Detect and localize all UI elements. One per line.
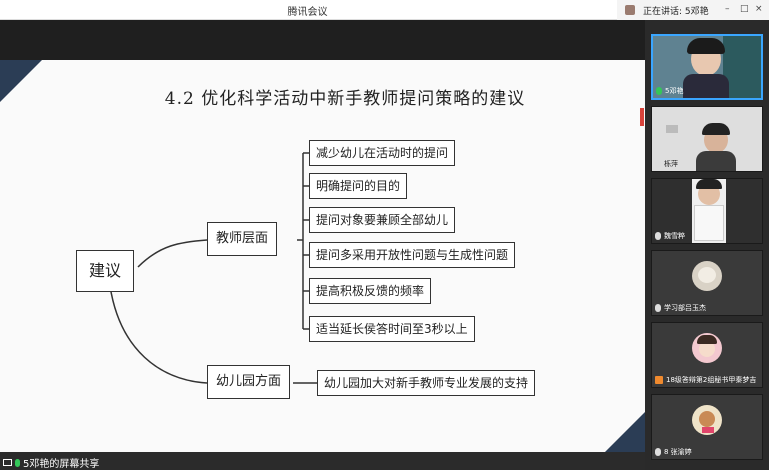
- participant-name: 5邓艳: [656, 86, 683, 96]
- mindmap-root: 建议: [76, 250, 135, 292]
- close-icon[interactable]: ×: [755, 4, 763, 14]
- mindmap-connectors: [109, 152, 317, 384]
- monitor-icon: [3, 459, 12, 466]
- mic-icon: [656, 87, 662, 95]
- speaking-label: 正在讲话: 5邓艳: [643, 7, 709, 17]
- slide-decoration-top-left: [0, 60, 42, 102]
- teacher-suggestion: 适当延长侯答时间至3秒以上: [309, 316, 475, 342]
- teacher-suggestion: 减少幼儿在活动时的提问: [309, 140, 456, 166]
- participant-tile[interactable]: 8 张渝婷: [651, 394, 763, 460]
- mic-icon: [15, 458, 20, 467]
- minimize-icon[interactable]: –: [725, 4, 730, 14]
- participant-tile[interactable]: 栎萍: [651, 106, 763, 172]
- participant-tile[interactable]: 魏雪粹: [651, 178, 763, 244]
- slide-decoration-bottom-right: [605, 412, 645, 452]
- participant-tile[interactable]: 18级答辩第2组秘书甲秦梦吉: [651, 322, 763, 388]
- bottom-bar: 5邓艳的屏幕共享: [0, 452, 645, 470]
- branch-kindergarten: 幼儿园方面: [207, 365, 291, 399]
- participant-name: 学习部吕玉杰: [655, 303, 706, 313]
- connector-root-teacher: [137, 239, 208, 268]
- shared-screen: 4.2 优化科学活动中新手教师提问策略的建议: [0, 20, 645, 452]
- title-bar: 腾讯会议 正在讲话: 5邓艳 – □ ×: [0, 0, 769, 20]
- mic-icon: [655, 304, 661, 312]
- mic-icon: [655, 448, 661, 456]
- mic-icon: [655, 232, 661, 240]
- participant-tile[interactable]: 5邓艳: [651, 34, 763, 100]
- participant-name: 18级答辩第2组秘书甲秦梦吉: [655, 375, 756, 385]
- participant-list[interactable]: 5邓艳 栎萍 魏雪粹 学习部吕玉杰: [645, 20, 769, 470]
- teacher-suggestion: 提问多采用开放性问题与生成性问题: [309, 242, 516, 268]
- participant-tile[interactable]: 学习部吕玉杰: [651, 250, 763, 316]
- slide-scroll-marker[interactable]: [640, 108, 644, 126]
- teacher-suggestion: 提高积极反馈的频率: [309, 278, 432, 304]
- window-title: 腾讯会议: [287, 7, 328, 18]
- teacher-suggestion: 提问对象要兼顾全部幼儿: [309, 207, 456, 233]
- speaker-avatar: [625, 5, 635, 15]
- slide-title: 4.2 优化科学活动中新手教师提问策略的建议: [164, 89, 526, 109]
- participant-name: 8 张渝婷: [655, 447, 692, 457]
- slide: 4.2 优化科学活动中新手教师提问策略的建议: [0, 60, 645, 452]
- teacher-suggestion: 明确提问的目的: [309, 173, 408, 199]
- screen-share-label[interactable]: 5邓艳的屏幕共享: [3, 455, 99, 470]
- speaking-indicator: 正在讲话: 5邓艳 – □ ×: [617, 0, 769, 20]
- maximize-icon[interactable]: □: [740, 4, 749, 14]
- user-icon: [655, 376, 663, 384]
- kindergarten-suggestion: 幼儿园加大对新手教师专业发展的支持: [317, 370, 536, 396]
- mic-icon: [655, 160, 661, 168]
- branch-teacher: 教师层面: [207, 222, 278, 256]
- connector-root-kindergarten: [109, 285, 208, 384]
- participant-name: 魏雪粹: [655, 231, 685, 241]
- participant-name: 栎萍: [655, 159, 678, 169]
